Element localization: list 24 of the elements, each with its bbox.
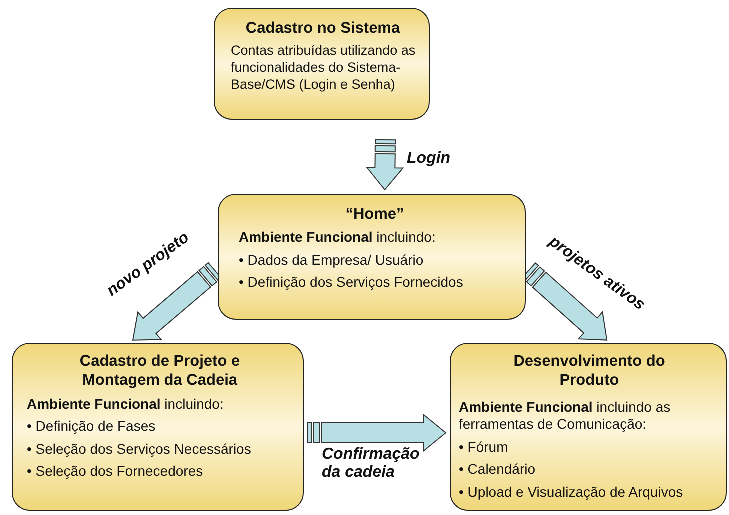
process-box <box>214 8 430 120</box>
block-arrow <box>366 139 404 191</box>
process-box <box>450 343 727 511</box>
edge-label: Login <box>407 150 451 168</box>
box-text: • Calendário <box>459 461 537 479</box>
process-box <box>218 194 526 320</box>
box-text: Ambiente Funcional incluindo as ferramentas de Comunicação: <box>459 398 672 434</box>
box-text: • Fórum <box>459 438 510 456</box>
box-title: Desenvolvimento do Produto <box>512 352 666 391</box>
edge-label: Confirmação da cadeia <box>322 446 421 482</box>
box-text: • Upload e Visualização de Arquivos <box>459 484 684 502</box>
box-text: Ambiente Funcional incluindo: <box>239 229 437 247</box>
box-title: Cadastro de Projeto e Montagem da Cadeia <box>78 352 242 391</box>
box-text: • Definição de Fases <box>27 418 157 436</box>
box-title: “Home” <box>344 205 406 224</box>
process-box <box>12 343 304 511</box>
box-text: • Seleção dos Serviços Necessários <box>27 440 252 458</box>
box-text: Contas atribuídas utilizando as funcionalidades do Sistema-Base/CMS (Login e Senha) <box>230 43 417 94</box>
box-text: • Dados da Empresa/ Usuário <box>239 252 425 270</box>
box-title: Cadastro no Sistema <box>244 19 402 38</box>
block-arrow <box>308 414 447 452</box>
box-text: Ambiente Funcional incluindo: <box>27 396 225 414</box>
box-text: • Seleção dos Fornecedores <box>27 463 204 481</box>
box-text: • Definição dos Serviços Fornecidos <box>239 274 464 292</box>
